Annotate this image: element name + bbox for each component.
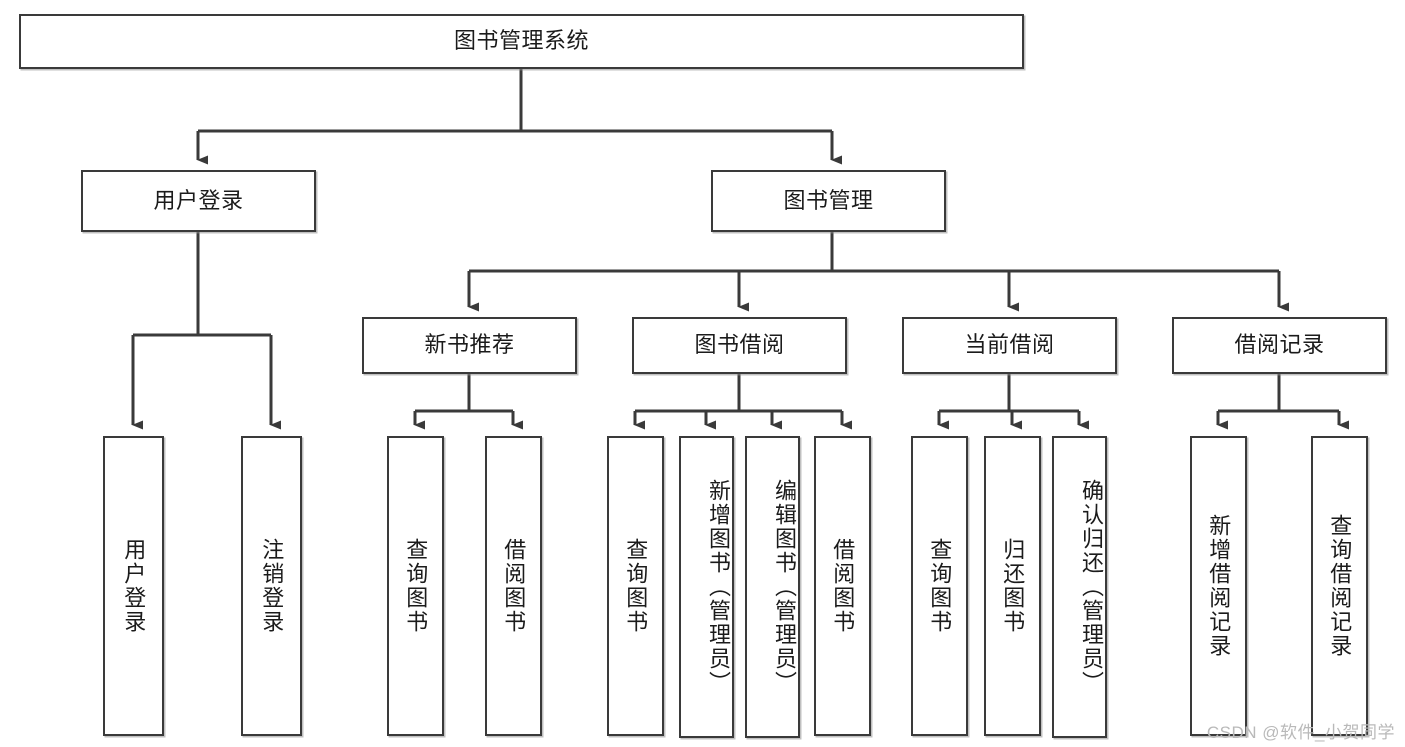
- node-leaf-query-book-borrow[interactable]: 查询图书: [607, 436, 664, 736]
- node-leaf-confirm-return[interactable]: 确认归还（管理员）: [1052, 436, 1107, 738]
- node-new-book-recommend-label: 新书推荐: [424, 332, 515, 358]
- node-leaf-query-book-current[interactable]: 查询图书: [911, 436, 968, 736]
- node-leaf-logout-label: 注销登录: [259, 538, 285, 634]
- node-book-management-label: 图书管理: [783, 187, 874, 213]
- node-leaf-logout[interactable]: 注销登录: [241, 436, 302, 736]
- node-root-label: 图书管理系统: [453, 28, 589, 54]
- watermark-text: CSDN @软件_小贺同学: [1206, 723, 1395, 742]
- node-leaf-return-book-label: 归还图书: [1000, 538, 1026, 634]
- node-new-book-recommend[interactable]: 新书推荐: [362, 317, 577, 374]
- node-leaf-edit-book-label: 编辑图书（管理员）: [772, 479, 797, 695]
- node-book-borrow[interactable]: 图书借阅: [632, 317, 847, 374]
- node-borrow-records-label: 借阅记录: [1234, 332, 1325, 358]
- node-leaf-return-book[interactable]: 归还图书: [984, 436, 1041, 736]
- node-user-login[interactable]: 用户登录: [81, 170, 316, 232]
- node-book-management[interactable]: 图书管理: [711, 170, 946, 232]
- node-leaf-user-login[interactable]: 用户登录: [103, 436, 164, 736]
- node-leaf-edit-book[interactable]: 编辑图书（管理员）: [745, 436, 800, 738]
- node-current-borrow-label: 当前借阅: [964, 332, 1055, 358]
- node-leaf-query-borrow-record-label: 查询借阅记录: [1327, 514, 1353, 658]
- node-leaf-query-book-recommend-label: 查询图书: [403, 538, 429, 634]
- node-leaf-borrow-book[interactable]: 借阅图书: [814, 436, 871, 736]
- node-leaf-query-borrow-record[interactable]: 查询借阅记录: [1311, 436, 1368, 736]
- node-borrow-records[interactable]: 借阅记录: [1172, 317, 1387, 374]
- node-leaf-query-book-borrow-label: 查询图书: [623, 538, 649, 634]
- node-leaf-add-borrow-record[interactable]: 新增借阅记录: [1190, 436, 1247, 736]
- node-leaf-confirm-return-label: 确认归还（管理员）: [1079, 479, 1104, 695]
- node-user-login-label: 用户登录: [153, 187, 244, 213]
- node-leaf-add-book[interactable]: 新增图书（管理员）: [679, 436, 734, 738]
- node-leaf-query-book-current-label: 查询图书: [927, 538, 953, 634]
- node-leaf-add-book-label: 新增图书（管理员）: [706, 479, 731, 695]
- node-root[interactable]: 图书管理系统: [19, 14, 1024, 69]
- node-leaf-user-login-label: 用户登录: [121, 538, 147, 634]
- node-leaf-borrow-book-label: 借阅图书: [830, 538, 856, 634]
- node-leaf-query-book-recommend[interactable]: 查询图书: [387, 436, 444, 736]
- node-book-borrow-label: 图书借阅: [694, 332, 785, 358]
- node-leaf-borrow-book-recommend[interactable]: 借阅图书: [485, 436, 542, 736]
- node-leaf-add-borrow-record-label: 新增借阅记录: [1206, 514, 1232, 658]
- node-leaf-borrow-book-recommend-label: 借阅图书: [501, 538, 527, 634]
- node-current-borrow[interactable]: 当前借阅: [902, 317, 1117, 374]
